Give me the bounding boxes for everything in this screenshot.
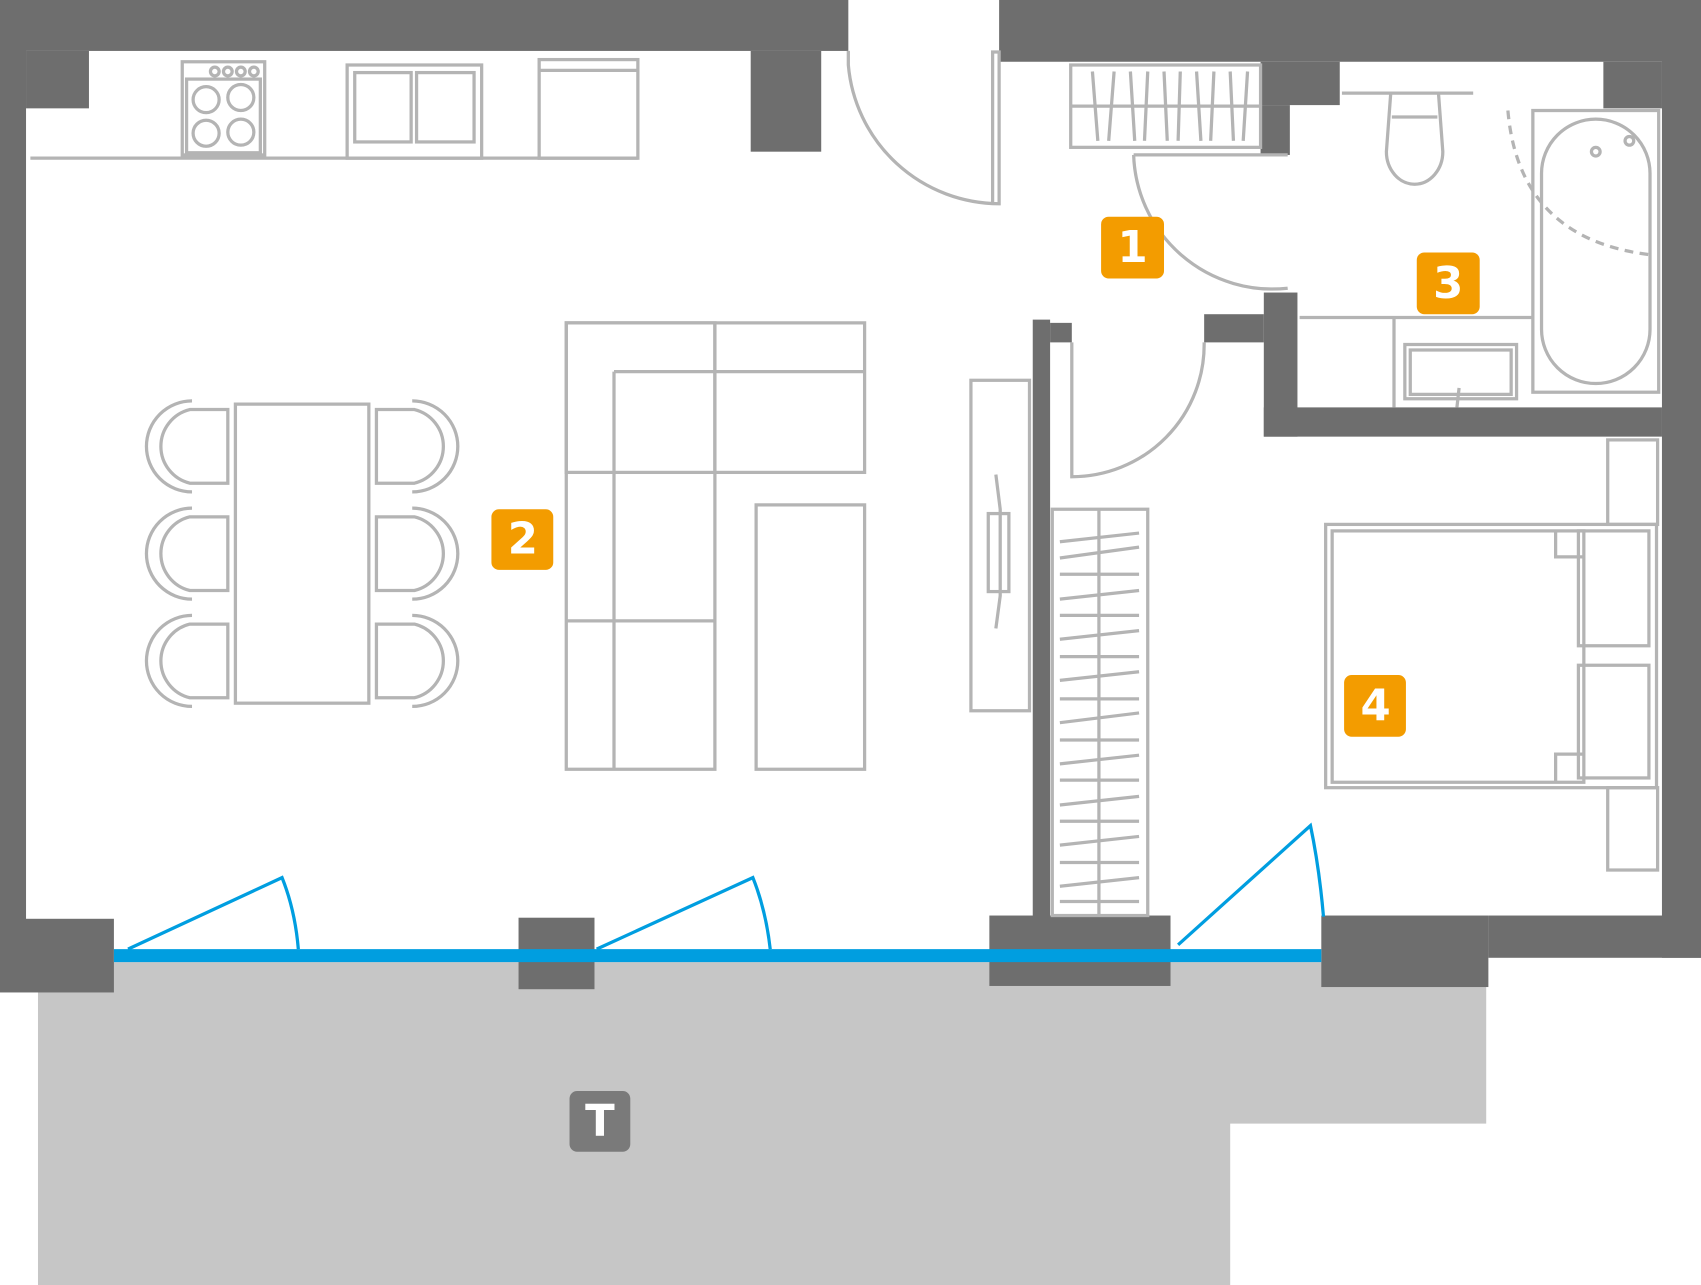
walls [0,0,1701,993]
room-badge-1: 1 [1101,216,1165,279]
room-badge-3: 3 [1416,252,1480,315]
balcony-windows [113,822,1326,963]
tv-unit [969,378,1032,713]
dining-table [144,399,460,709]
hall-wardrobe [1069,63,1288,157]
double-bed [1324,438,1660,872]
room-label-2: 2 [508,515,538,565]
room-badge-4: 4 [1344,675,1406,737]
doors [846,50,1288,479]
terrace-label: T [585,1096,615,1146]
room-label-1: 1 [1117,223,1147,273]
kitchen-counter [30,57,640,160]
room-badge-2: 2 [491,509,554,570]
bedroom-wardrobe [1050,507,1150,918]
terrace-area [37,962,1487,1285]
room-label-4: 4 [1360,681,1390,731]
terrace-badge: T [569,1091,631,1152]
bathroom-fixtures [1299,91,1661,408]
corner-sofa [564,321,867,771]
room-label-3: 3 [1433,259,1463,309]
